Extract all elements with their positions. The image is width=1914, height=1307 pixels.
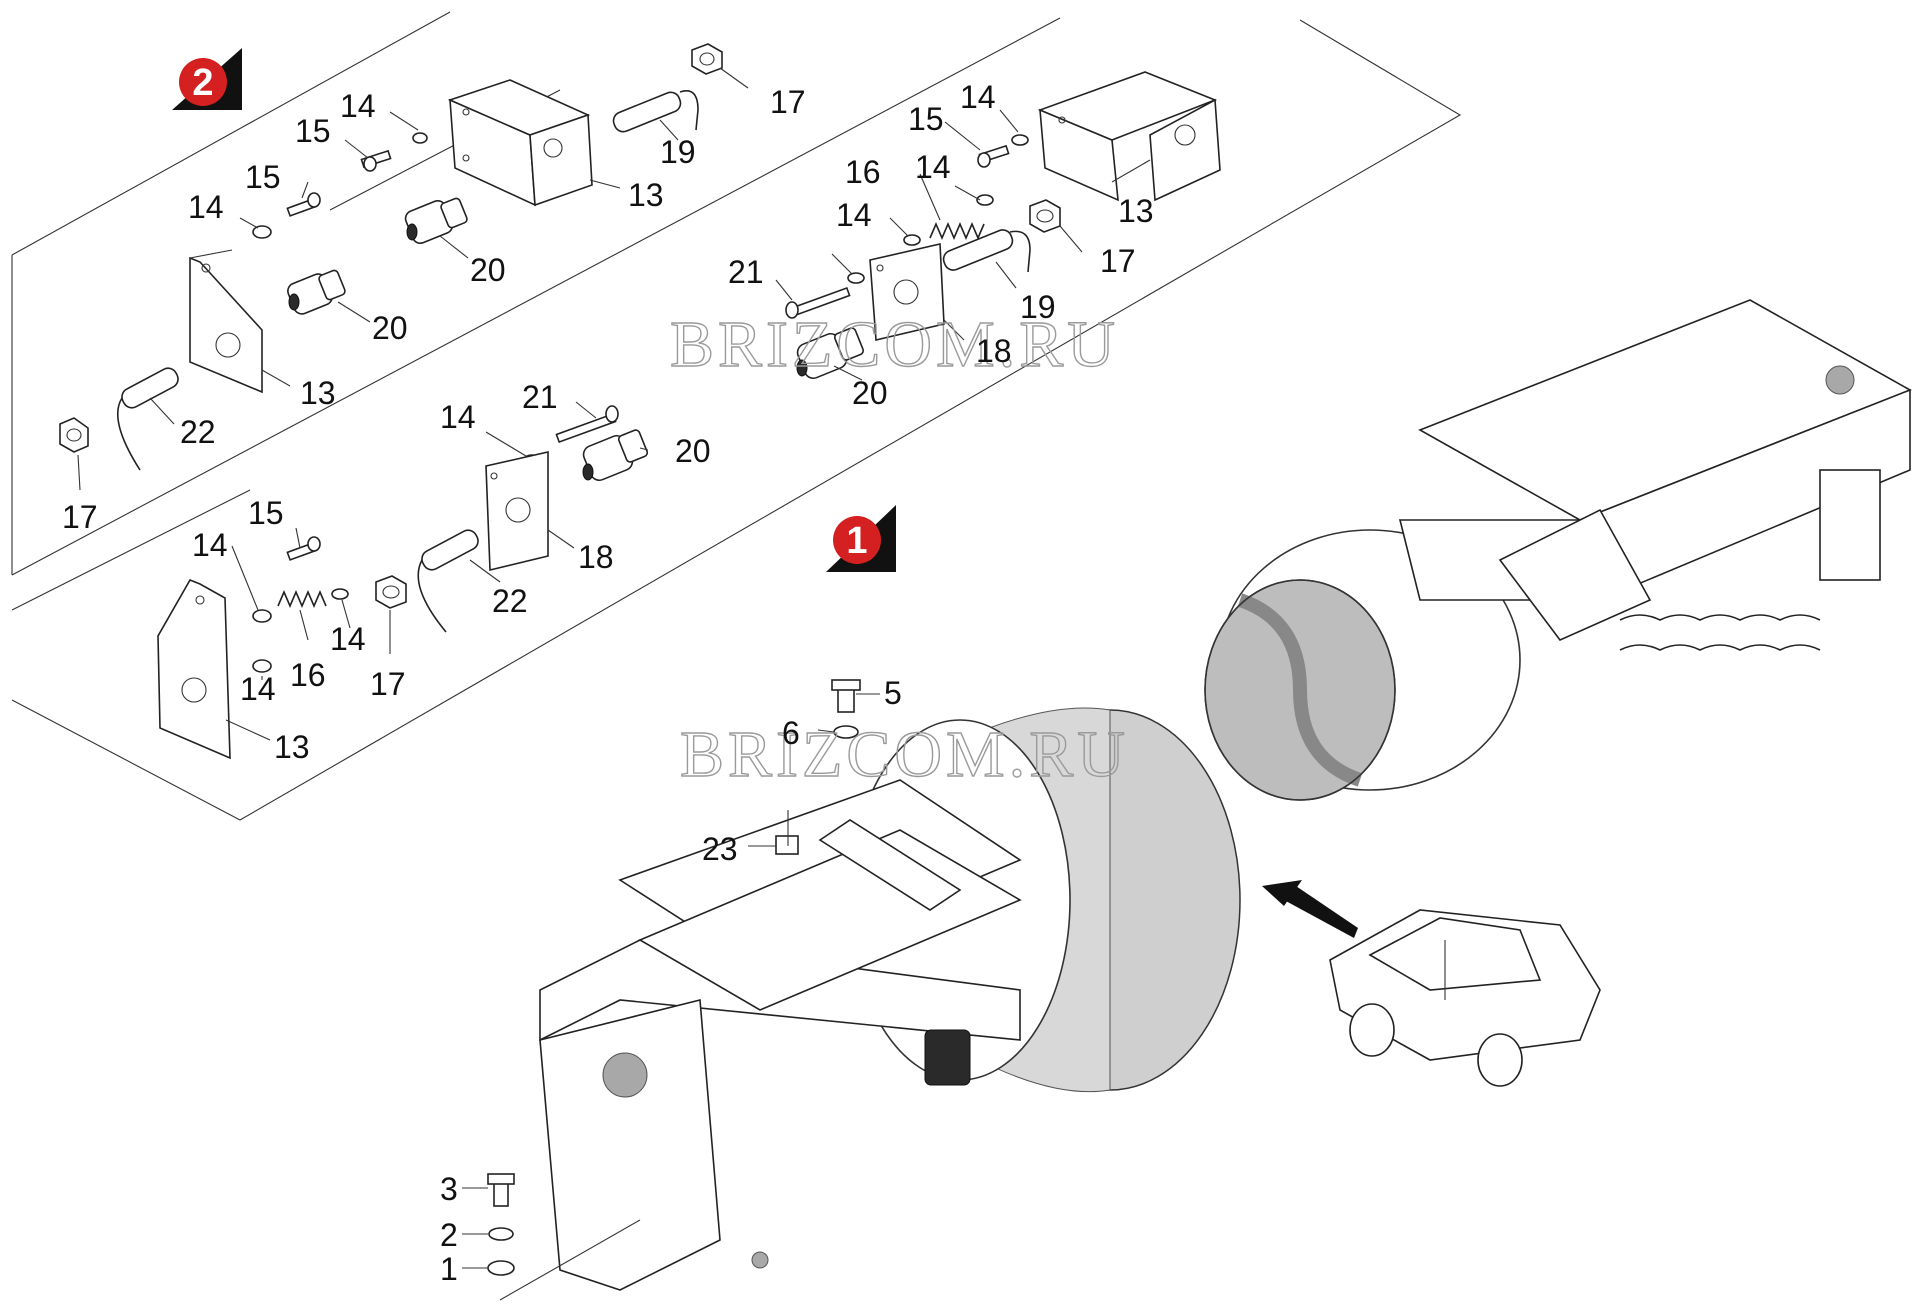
bolt-icon (286, 536, 321, 561)
sensor-rod-icon (942, 229, 1031, 273)
callout-label: 14 (915, 149, 951, 185)
callout-label: 18 (578, 539, 614, 575)
washer-icon (331, 588, 349, 600)
callout-label: 22 (492, 583, 528, 619)
direction-arrow-icon (1262, 880, 1358, 938)
detail-top-right-parts (775, 71, 1221, 381)
callout-label: 19 (660, 134, 696, 170)
callout-label: 20 (675, 433, 711, 469)
callout-label: 14 (960, 79, 996, 115)
nut-icon (1029, 199, 1061, 233)
callout-label: 17 (770, 84, 806, 120)
bolt-icon (785, 286, 851, 319)
washer-icon (1011, 134, 1029, 146)
callout-label: 20 (372, 310, 408, 346)
callout-label: 13 (1118, 193, 1154, 229)
nut-icon (375, 575, 407, 609)
nut-icon (59, 417, 89, 453)
detail-bottom-parts (157, 401, 649, 760)
watermark-text: BRIZCOM.RU (670, 308, 1119, 381)
callout-label: 5 (884, 675, 902, 711)
cable-gland-icon (582, 429, 649, 482)
front-brush-unit (462, 679, 1241, 1301)
bracket-icon (157, 578, 231, 760)
callout-label: 18 (976, 333, 1012, 369)
rear-brush-unit (1204, 299, 1912, 801)
sensor-rod-icon (417, 529, 479, 633)
clip-icon (775, 835, 799, 855)
callout-label: 14 (192, 527, 228, 563)
callout-label: 2 (440, 1217, 458, 1253)
bolt-icon (831, 679, 861, 713)
callout-label: 1 (440, 1251, 458, 1287)
callouts-bottom-detail: 21 14 20 15 14 18 22 14 16 14 17 13 (192, 379, 711, 765)
view-1-label: 1 (846, 520, 867, 562)
callout-label: 14 (240, 671, 276, 707)
callouts-main-assembly: 5 6 23 3 2 1 (440, 675, 902, 1287)
bracket-icon (189, 249, 263, 394)
callout-label: 13 (300, 375, 336, 411)
callout-label: 13 (628, 177, 664, 213)
callout-label: 23 (702, 831, 738, 867)
car-icon (1329, 909, 1601, 1087)
sensor-rod-icon (116, 367, 179, 471)
callout-label: 19 (1020, 289, 1056, 325)
washer-icon (847, 272, 865, 284)
callout-label: 17 (370, 666, 406, 702)
bracket-icon (447, 79, 593, 207)
bolt-icon (555, 405, 619, 444)
callout-label: 17 (1100, 243, 1136, 279)
washer-icon (412, 132, 428, 144)
bolt-icon (286, 192, 321, 217)
callout-label: 15 (248, 495, 284, 531)
callout-label: 14 (836, 197, 872, 233)
spring-icon (929, 221, 985, 241)
washer-icon (252, 225, 272, 239)
callout-label: 15 (245, 159, 281, 195)
callout-label: 22 (180, 414, 216, 450)
nut-icon (691, 43, 723, 75)
washer-icon (487, 1260, 515, 1276)
bracket-icon (1037, 71, 1221, 202)
washer-icon (976, 194, 994, 206)
callout-label: 15 (295, 113, 331, 149)
callout-label: 17 (62, 499, 98, 535)
detail-top-left-parts (59, 43, 749, 491)
washer-icon (252, 609, 272, 623)
callout-label: 20 (852, 375, 888, 411)
view-2-label: 2 (192, 62, 213, 104)
callout-label: 14 (330, 621, 366, 657)
cable-gland-icon (796, 327, 865, 380)
view-2-badge: 2 (172, 48, 242, 110)
spring-icon (277, 589, 327, 609)
callouts-top-left: 14 15 17 19 13 20 15 14 20 13 22 17 (62, 84, 806, 535)
bolt-icon (487, 1173, 515, 1207)
callout-label: 15 (908, 101, 944, 137)
cable-gland-icon (287, 269, 346, 315)
callout-label: 13 (274, 729, 310, 765)
washer-icon (903, 234, 921, 246)
bolt-icon (360, 149, 392, 172)
callout-label: 16 (290, 657, 326, 693)
plate-icon (485, 450, 549, 572)
callout-label: 21 (522, 379, 558, 415)
callout-label: 14 (440, 399, 476, 435)
callout-label: 21 (728, 254, 764, 290)
washer-icon (252, 659, 272, 673)
view-1-badge: 1 (826, 505, 896, 572)
sensor-rod-icon (612, 90, 699, 133)
washer-icon (488, 1227, 514, 1241)
watermark-text: BRIZCOM.RU (680, 718, 1129, 791)
callout-label: 14 (188, 189, 224, 225)
callout-label: 6 (782, 715, 800, 751)
bolt-icon (977, 144, 1010, 168)
callouts-top-right: 14 15 16 14 14 21 17 13 19 18 20 (728, 79, 1154, 411)
callout-label: 14 (340, 88, 376, 124)
cable-gland-icon (404, 197, 468, 245)
callout-label: 16 (845, 154, 881, 190)
plate-icon (869, 243, 945, 341)
callout-label: 3 (440, 1171, 458, 1207)
callout-label: 20 (470, 252, 506, 288)
